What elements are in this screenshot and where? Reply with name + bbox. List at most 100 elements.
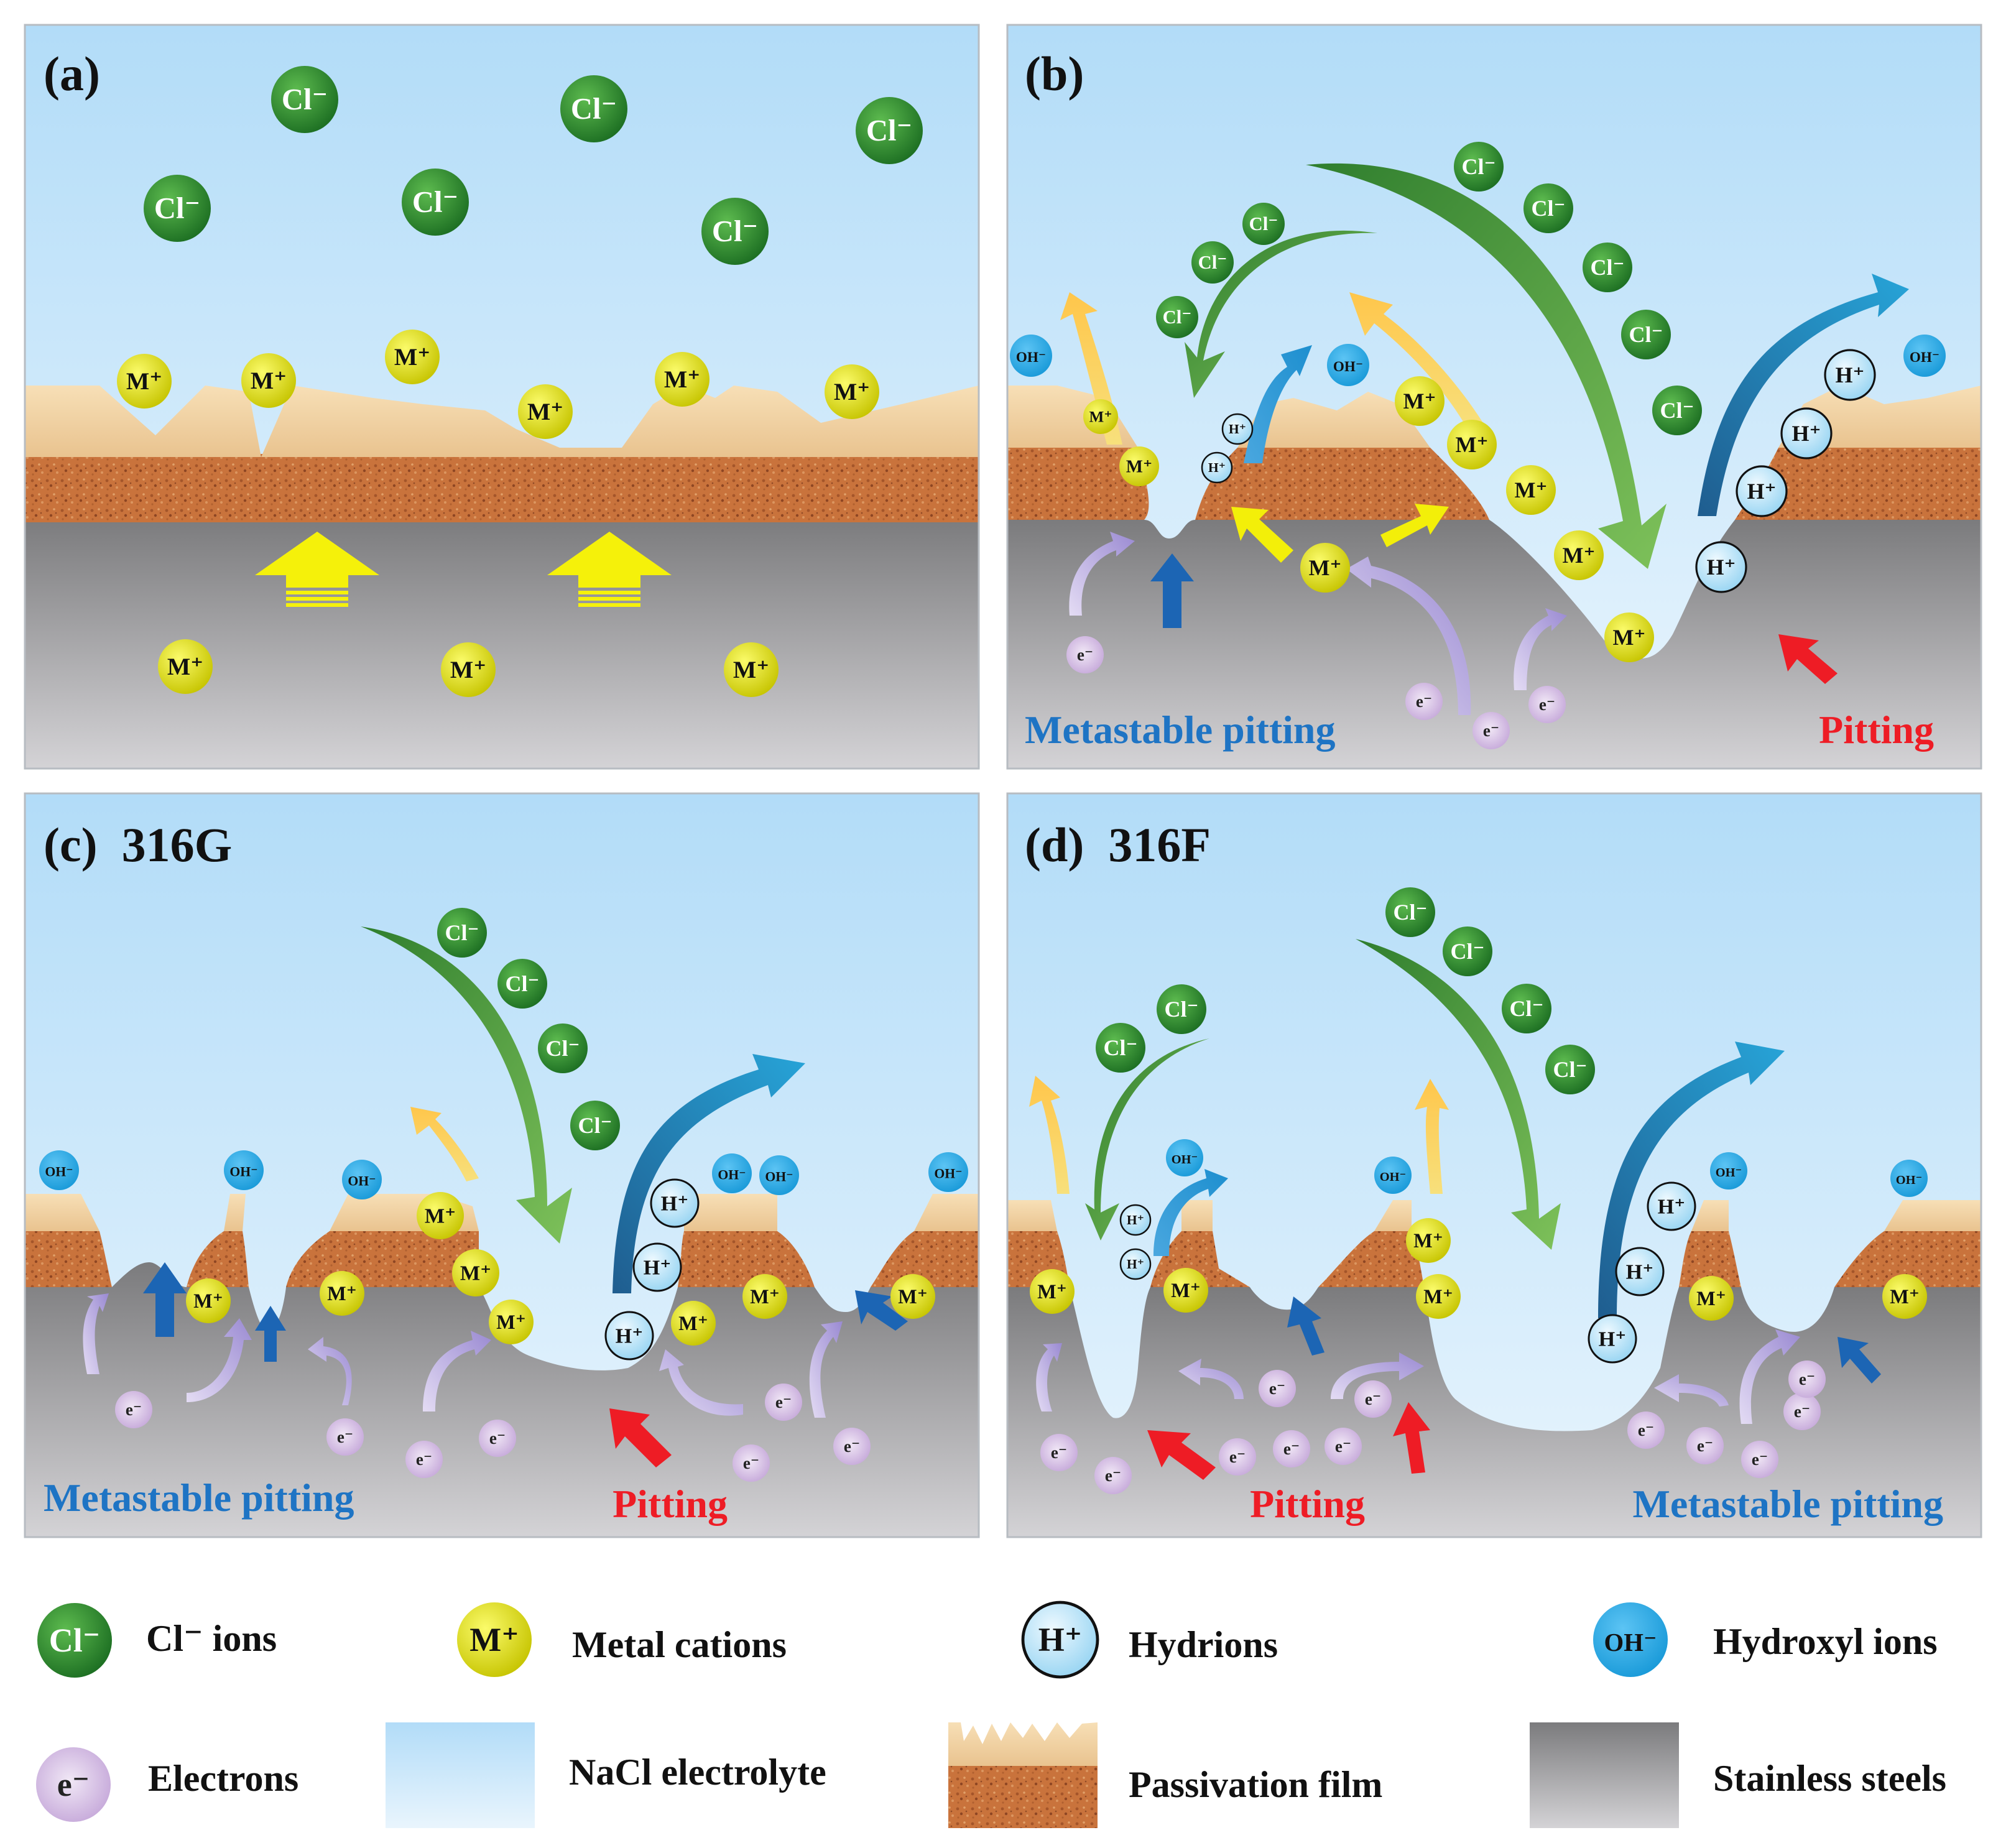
hydroxyl-ion-symbol: OH⁻	[765, 1170, 793, 1185]
hydroxyl-ion: OH⁻	[342, 1160, 382, 1199]
electron: e⁻	[1686, 1427, 1724, 1464]
pitting-label: Pitting	[1250, 1482, 1365, 1526]
electron-flow-arrow	[1739, 1329, 1800, 1424]
hydroxyl-ion-symbol: OH⁻	[348, 1174, 376, 1189]
passivation-film-inner	[25, 1231, 112, 1287]
metal-cation-symbol: M⁺	[1171, 1280, 1201, 1302]
metal-cation: M⁺	[417, 1192, 464, 1239]
metal-cation: M⁺	[158, 639, 213, 694]
hydrion-release-arrow	[1153, 1169, 1228, 1256]
electron: e⁻	[1405, 683, 1443, 720]
hydroxyl-ion-symbol: OH⁻	[1380, 1170, 1406, 1184]
electron-flow-arrow	[659, 1349, 743, 1416]
electron-symbol: e⁻	[1365, 1390, 1381, 1408]
passivation-film-outer	[684, 1194, 777, 1231]
hydroxyl-ion: OH⁻	[1374, 1157, 1412, 1194]
metal-cation-symbol: M⁺	[126, 367, 162, 395]
panel-b	[1007, 25, 1981, 769]
chloride-ion: Cl⁻	[1583, 243, 1632, 292]
chloride-ion: Cl⁻	[1191, 241, 1234, 284]
electron: e⁻	[479, 1420, 516, 1457]
passivation-film-inner	[1735, 448, 1981, 520]
hydrion-symbol: H⁺	[1706, 555, 1736, 580]
passivation-film-outer	[1237, 392, 1430, 448]
electron: e⁻	[1040, 1434, 1078, 1471]
cation-release-arrow	[410, 1107, 479, 1181]
metal-cation: M⁺	[1119, 446, 1159, 486]
chloride-ion: Cl⁻	[1454, 142, 1504, 192]
hydrion: H⁺	[1588, 1314, 1637, 1364]
metal-cation-symbol: M⁺	[664, 366, 700, 393]
chloride-ion-symbol: Cl⁻	[1198, 252, 1227, 273]
electron: e⁻	[1472, 712, 1510, 749]
chloride-ion: Cl⁻	[1523, 183, 1573, 233]
metal-cation: M⁺	[457, 1602, 532, 1677]
metal-cation: M⁺	[518, 384, 573, 439]
hydroxyl-ion: OH⁻	[1327, 344, 1369, 386]
metal-cation-symbol: M⁺	[750, 1286, 780, 1308]
metal-cation: M⁺	[385, 330, 440, 384]
legend-passivation-label: Passivation film	[1129, 1764, 1382, 1805]
electron-flow-arrow	[423, 1331, 491, 1411]
electron-flow-arrow	[83, 1293, 109, 1374]
metastable-growth-arrow	[855, 1290, 908, 1331]
chloride-ion-symbol: Cl⁻	[1393, 900, 1427, 925]
chloride-ion-symbol: Cl⁻	[1450, 939, 1484, 964]
passivation-film-inner	[871, 1231, 979, 1287]
pitting-growth-arrow	[1147, 1430, 1216, 1480]
hydrion: H⁺	[632, 1242, 682, 1292]
hydroxyl-ion-symbol: OH⁻	[934, 1167, 962, 1181]
electron-symbol: e⁻	[1539, 695, 1555, 714]
migration-arrow	[547, 532, 672, 607]
hydroxyl-ion: OH⁻	[1710, 1152, 1747, 1190]
chloride-ion-symbol: Cl⁻	[505, 971, 539, 996]
hydrion-symbol: H⁺	[1835, 363, 1864, 387]
hydroxyl-ion: OH⁻	[224, 1150, 264, 1190]
electron: e⁻	[1354, 1380, 1392, 1418]
pitting-growth-arrow	[1393, 1402, 1430, 1474]
stainless-steel	[25, 517, 979, 769]
electron-flow-arrow	[1346, 557, 1471, 715]
passivation-film-inner	[1195, 448, 1489, 520]
legend-nacl-swatch	[386, 1722, 535, 1828]
hydroxyl-ion-symbol: OH⁻	[1910, 349, 1939, 366]
metal-cation: M⁺	[1554, 530, 1604, 580]
metal-cation: M⁺	[1083, 399, 1118, 434]
metal-cation-symbol: M⁺	[496, 1311, 526, 1334]
panel-label-a: (a)	[44, 47, 100, 101]
hydroxyl-ion-symbol: OH⁻	[1172, 1153, 1198, 1167]
hydroxyl-ion: OH⁻	[1890, 1160, 1928, 1197]
legend-cl-ions-label: Cl⁻ ions	[146, 1618, 277, 1659]
metal-cation-symbol: M⁺	[1613, 625, 1646, 650]
metal-cation-symbol: M⁺	[1456, 432, 1489, 457]
chloride-ion-symbol: Cl⁻	[571, 92, 617, 126]
pitting-growth-arrow	[1778, 634, 1838, 684]
cation-migration-arrow	[1380, 504, 1449, 547]
hydrion-release-arrow	[613, 1054, 805, 1293]
chloride-ion: Cl⁻	[1502, 984, 1551, 1033]
metal-cation-symbol: M⁺	[733, 656, 769, 683]
metastable-pitting-label: Metastable pitting	[1633, 1482, 1944, 1526]
electron-symbol: e⁻	[1269, 1379, 1285, 1398]
chloride-ion: Cl⁻	[1385, 887, 1435, 937]
electron-symbol: e⁻	[337, 1428, 353, 1446]
hydrion-symbol: H⁺	[616, 1324, 644, 1347]
electron-symbol: e⁻	[1638, 1421, 1654, 1439]
chloride-ion: Cl⁻	[1157, 984, 1206, 1034]
metastable-growth-arrow	[1150, 553, 1194, 628]
electron-symbol: e⁻	[1283, 1439, 1300, 1458]
metal-cation: M⁺	[890, 1274, 935, 1319]
chloride-ion: Cl⁻	[37, 1603, 112, 1678]
electron-symbol: e⁻	[775, 1393, 792, 1411]
metal-cation-symbol: M⁺	[527, 398, 563, 425]
electron: e⁻	[1741, 1441, 1778, 1478]
hydroxyl-ion-symbol: OH⁻	[229, 1165, 257, 1180]
metal-cation-symbol: M⁺	[1037, 1281, 1067, 1303]
electron: e⁻	[1627, 1411, 1665, 1449]
cation-release-arrow	[1029, 1076, 1070, 1194]
pitting-label: Pitting	[613, 1482, 728, 1526]
passivation-film-outer	[1884, 1200, 1981, 1231]
ion-particles: Cl⁻Cl⁻Cl⁻Cl⁻Cl⁻Cl⁻M⁺M⁺M⁺M⁺M⁺M⁺M⁺M⁺M⁺Cl⁻C…	[36, 66, 1946, 1822]
chloride-ion: Cl⁻	[497, 959, 547, 1009]
